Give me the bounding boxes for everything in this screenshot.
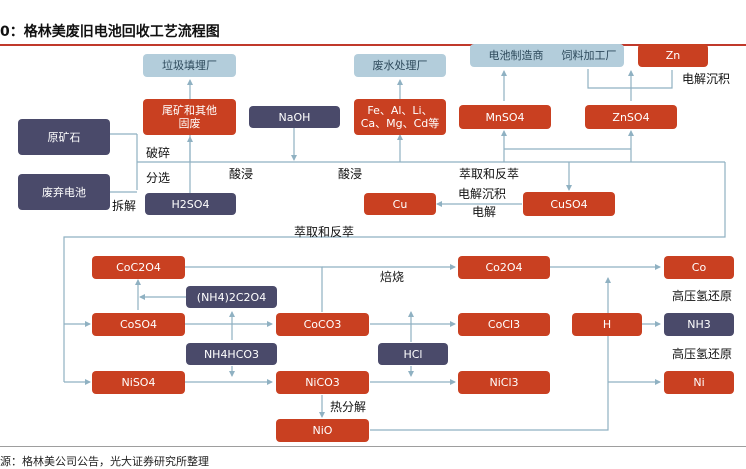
node-tailings: 尾矿和其他 固废 xyxy=(143,99,236,135)
source-note: 源：格林美公司公告，光大证券研究所整理 xyxy=(0,455,209,468)
footer-rule xyxy=(0,446,746,447)
node-nicl3: NiCl3 xyxy=(458,371,550,394)
node-waste-battery: 废弃电池 xyxy=(18,174,110,210)
page-title: 0：格林美废旧电池回收工艺流程图 xyxy=(0,24,220,40)
label-pyrolysis: 热分解 xyxy=(330,400,367,414)
node-coso4: CoSO4 xyxy=(92,313,185,336)
node-metals-line1: Fe、Al、Li、 xyxy=(367,104,433,117)
node-landfill: 垃圾填埋厂 xyxy=(143,54,236,77)
node-nh4-2c2o4: (NH4)2C2O4 xyxy=(186,286,277,308)
node-ni: Ni xyxy=(664,371,734,394)
node-cuso4: CuSO4 xyxy=(523,192,615,216)
label-acid-leach-1: 酸浸 xyxy=(229,167,254,181)
label-h2-reduce-2: 高压氢还原 xyxy=(672,347,733,361)
node-h2so4: H2SO4 xyxy=(145,193,236,215)
node-nh4hco3: NH4HCO3 xyxy=(186,343,277,365)
node-co2o4: Co2O4 xyxy=(458,256,550,279)
node-coc2o4: CoC2O4 xyxy=(92,256,185,279)
label-h2-reduce-1: 高压氢还原 xyxy=(672,289,733,303)
node-battery-maker: 电池制造商 xyxy=(470,44,562,67)
node-h: H xyxy=(572,313,642,336)
node-coco3: CoCO3 xyxy=(276,313,369,336)
label-electro-zn: 电解沉积 xyxy=(682,72,731,86)
node-used-ore: 原矿石 xyxy=(18,119,110,155)
node-naoh: NaOH xyxy=(249,106,340,128)
node-niso4: NiSO4 xyxy=(92,371,185,394)
node-cu: Cu xyxy=(364,193,436,215)
label-electro-1: 电解沉积 xyxy=(458,187,507,201)
node-nio: NiO xyxy=(276,419,369,442)
node-nico3: NiCO3 xyxy=(276,371,369,394)
label-acid-leach-2: 酸浸 xyxy=(338,167,363,181)
node-mnso4: MnSO4 xyxy=(459,105,551,129)
node-wastewater: 废水处理厂 xyxy=(354,54,446,77)
node-co: Co xyxy=(664,256,734,279)
node-feed-plant: 饲料加工厂 xyxy=(554,44,624,67)
node-hcl: HCl xyxy=(378,343,448,365)
label-sort: 分选 xyxy=(146,171,171,185)
node-metals: Fe、Al、Li、 Ca、Mg、Cd等 xyxy=(354,99,446,135)
label-extract-2: 萃取和反萃 xyxy=(294,225,355,239)
label-dismantle: 拆解 xyxy=(112,199,137,213)
node-zn: Zn xyxy=(638,44,708,67)
label-extract-1: 萃取和反萃 xyxy=(459,167,520,181)
node-metals-line2: Ca、Mg、Cd等 xyxy=(360,117,440,130)
node-tailings-line2: 固废 xyxy=(178,117,201,130)
title-rule xyxy=(0,44,746,46)
label-electro-2: 电解 xyxy=(472,205,497,219)
node-tailings-line1: 尾矿和其他 xyxy=(162,104,217,117)
label-roast: 焙烧 xyxy=(380,270,405,284)
label-crush: 破碎 xyxy=(146,146,171,160)
node-znso4: ZnSO4 xyxy=(585,105,677,129)
node-cocl3: CoCl3 xyxy=(458,313,550,336)
node-nh3: NH3 xyxy=(664,313,734,336)
